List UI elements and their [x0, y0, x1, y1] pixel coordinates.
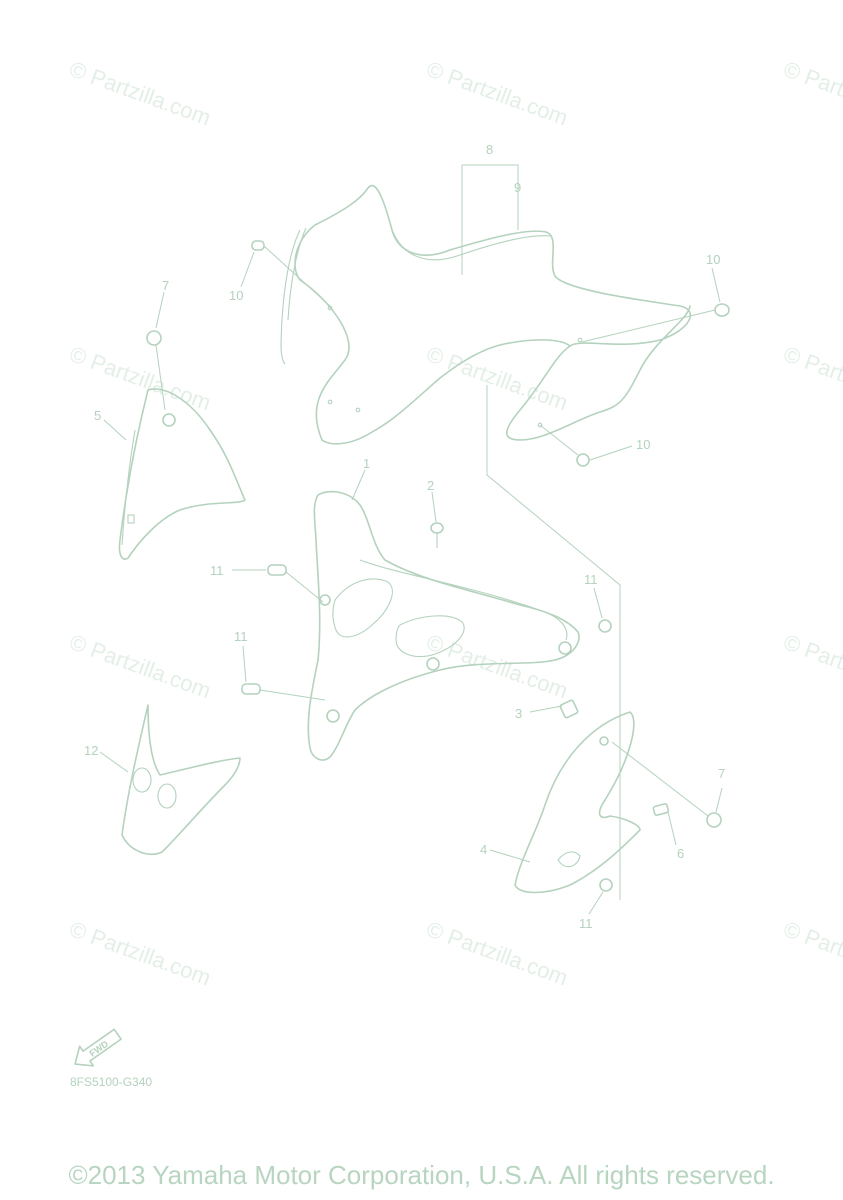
callout-8: 8	[486, 142, 493, 157]
watermark: © Partzilla.com	[780, 341, 843, 415]
fwd-label: FWD	[88, 1038, 111, 1058]
callout-6: 6	[677, 846, 684, 861]
lower-panel-12	[121, 704, 241, 856]
callout-11-right: 11	[584, 572, 598, 587]
diagram-code: 8FS5100-G340	[70, 1075, 152, 1089]
watermark: © Partzilla.com	[66, 56, 214, 130]
watermark: © Partzilla.com	[66, 629, 214, 703]
callout-7-top: 7	[162, 278, 169, 293]
windscreen	[280, 185, 692, 445]
watermark: © Partzilla.com	[423, 56, 571, 130]
side-panel-4	[514, 711, 641, 894]
callout-9: 9	[514, 180, 521, 195]
fwd-arrow-icon: FWD	[74, 1028, 122, 1067]
callout-11-left: 11	[210, 563, 224, 578]
front-cowling	[307, 490, 580, 761]
watermark: © Partzilla.com	[780, 56, 843, 130]
callout-5: 5	[94, 408, 101, 423]
callout-4: 4	[480, 842, 487, 857]
callout-3: 3	[515, 706, 522, 721]
callout-12: 12	[84, 743, 98, 758]
watermark: © Partzilla.com	[66, 916, 214, 990]
watermark: © Partzilla.com	[66, 341, 214, 415]
callout-leaders	[99, 251, 723, 915]
guide-lines	[461, 164, 621, 900]
fasteners-11	[241, 564, 613, 892]
callout-10-lower: 10	[636, 437, 650, 452]
bolt-7-right	[611, 741, 722, 828]
callout-10-left: 10	[229, 288, 243, 303]
clip-6	[652, 803, 670, 817]
watermark: © Partzilla.com	[780, 629, 843, 703]
copyright-notice: ©2013 Yamaha Motor Corporation, U.S.A. A…	[68, 1160, 775, 1190]
callout-11-bottom: 11	[579, 916, 593, 931]
bolt-7-left	[146, 330, 166, 411]
watermark: © Partzilla.com	[780, 916, 843, 990]
callout-11-mid: 11	[234, 629, 248, 644]
screws-10	[251, 240, 730, 467]
watermark: © Partzilla.com	[423, 629, 571, 703]
clip-3	[559, 699, 579, 719]
watermark: © Partzilla.com	[423, 916, 571, 990]
watermarks: © Partzilla.com © Partzilla.com © Partzi…	[66, 56, 843, 990]
side-panel-5	[118, 388, 246, 560]
watermark: © Partzilla.com	[423, 341, 571, 415]
callout-1: 1	[363, 456, 370, 471]
callout-7-bottom: 7	[718, 766, 725, 781]
bolt-2	[430, 522, 444, 548]
callouts: 1 2 3 4 5 6 7 7 8 9 10 10 10 11 11 11 11…	[84, 142, 725, 931]
callout-10-right: 10	[706, 252, 720, 267]
callout-2: 2	[427, 478, 434, 493]
